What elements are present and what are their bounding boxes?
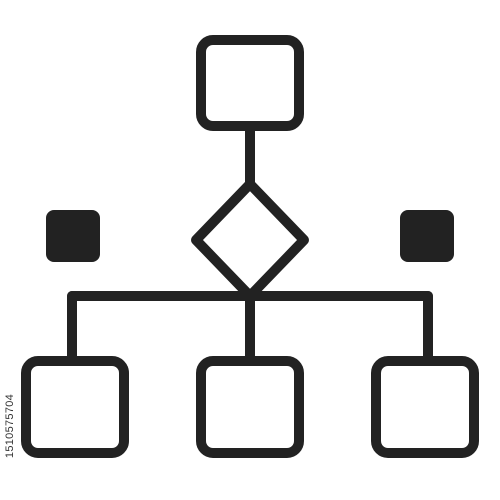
bottom-left-box xyxy=(21,356,129,458)
bottom-center-box xyxy=(196,356,304,458)
stock-image-id: 1510575704 xyxy=(4,393,16,459)
top-box xyxy=(196,35,304,131)
right-solid-square xyxy=(400,210,454,262)
left-solid-square xyxy=(46,210,100,262)
bottom-right-box xyxy=(371,356,479,458)
decision-diamond xyxy=(191,179,309,301)
